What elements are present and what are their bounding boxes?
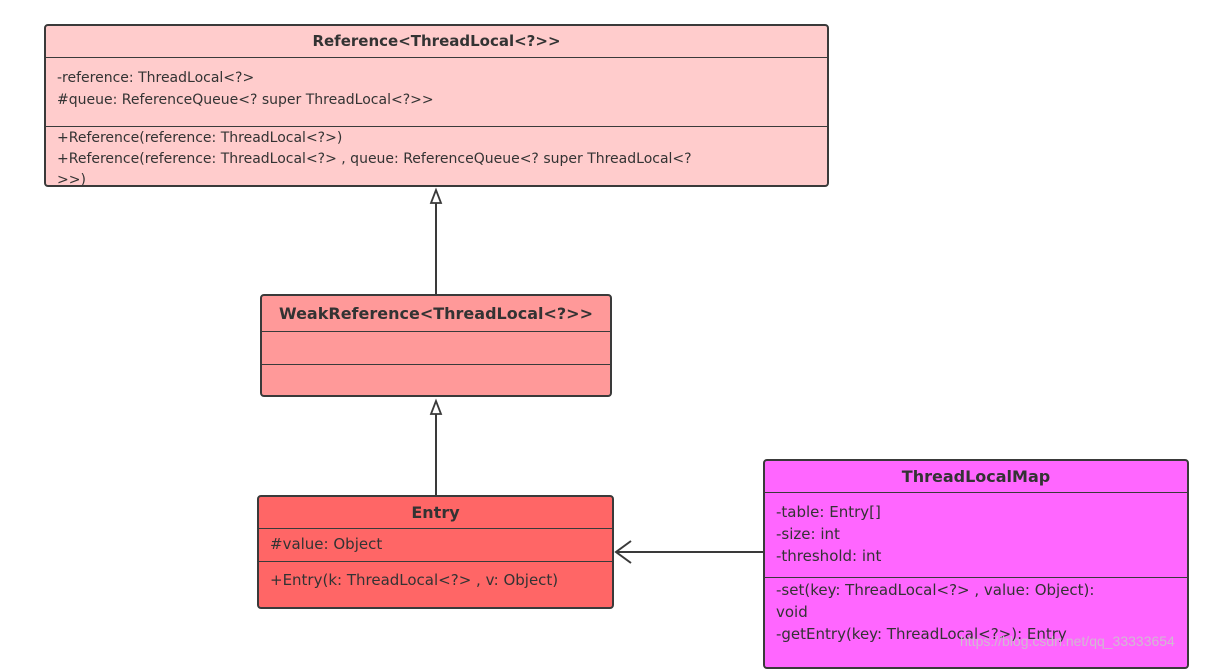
method: void <box>776 603 808 621</box>
method: +Reference(reference: ThreadLocal<?> , q… <box>57 151 692 167</box>
method: -set(key: ThreadLocal<?> , value: Object… <box>776 581 1095 599</box>
method: -getEntry(key: ThreadLocal<?>): Entry <box>776 625 1067 643</box>
class-reference[interactable]: Reference<ThreadLocal<?>> -reference: Th… <box>44 24 829 187</box>
class-thread-local-map[interactable]: ThreadLocalMap -table: Entry[] -size: in… <box>763 459 1189 669</box>
method: +Reference(reference: ThreadLocal<?>) <box>57 130 343 146</box>
method: >>) <box>57 172 86 187</box>
attributes-section: -table: Entry[] -size: int -threshold: i… <box>765 493 1187 577</box>
class-entry[interactable]: Entry #value: Object +Entry(k: ThreadLoc… <box>257 495 614 609</box>
attributes-section <box>262 332 610 364</box>
attribute: -table: Entry[] <box>776 503 881 521</box>
class-name: Reference<ThreadLocal<?>> <box>46 26 827 58</box>
generalization-weakreference-to-reference <box>429 187 443 294</box>
methods-section <box>262 364 610 395</box>
generalization-entry-to-weakreference <box>429 398 443 495</box>
attributes-section: #value: Object <box>259 529 612 561</box>
methods-section: -set(key: ThreadLocal<?> , value: Object… <box>765 577 1187 645</box>
methods-section: +Reference(reference: ThreadLocal<?>) +R… <box>46 126 827 187</box>
class-name: WeakReference<ThreadLocal<?>> <box>262 296 610 332</box>
attributes-section: -reference: ThreadLocal<?> #queue: Refer… <box>46 58 827 126</box>
association-threadlocalmap-to-entry <box>614 540 763 564</box>
attribute: -reference: ThreadLocal<?> <box>57 70 255 86</box>
attribute: -size: int <box>776 525 840 543</box>
watermark-text: https://blog.csdn.net/qq_33333654 <box>960 633 1175 649</box>
method: +Entry(k: ThreadLocal<?> , v: Object) <box>270 571 559 589</box>
attribute: #value: Object <box>270 535 383 553</box>
class-name: ThreadLocalMap <box>765 461 1187 493</box>
attribute: #queue: ReferenceQueue<? super ThreadLoc… <box>57 92 434 108</box>
methods-section: +Entry(k: ThreadLocal<?> , v: Object) <box>259 561 612 598</box>
class-name: Entry <box>259 497 612 529</box>
class-weak-reference[interactable]: WeakReference<ThreadLocal<?>> <box>260 294 612 397</box>
attribute: -threshold: int <box>776 547 882 565</box>
